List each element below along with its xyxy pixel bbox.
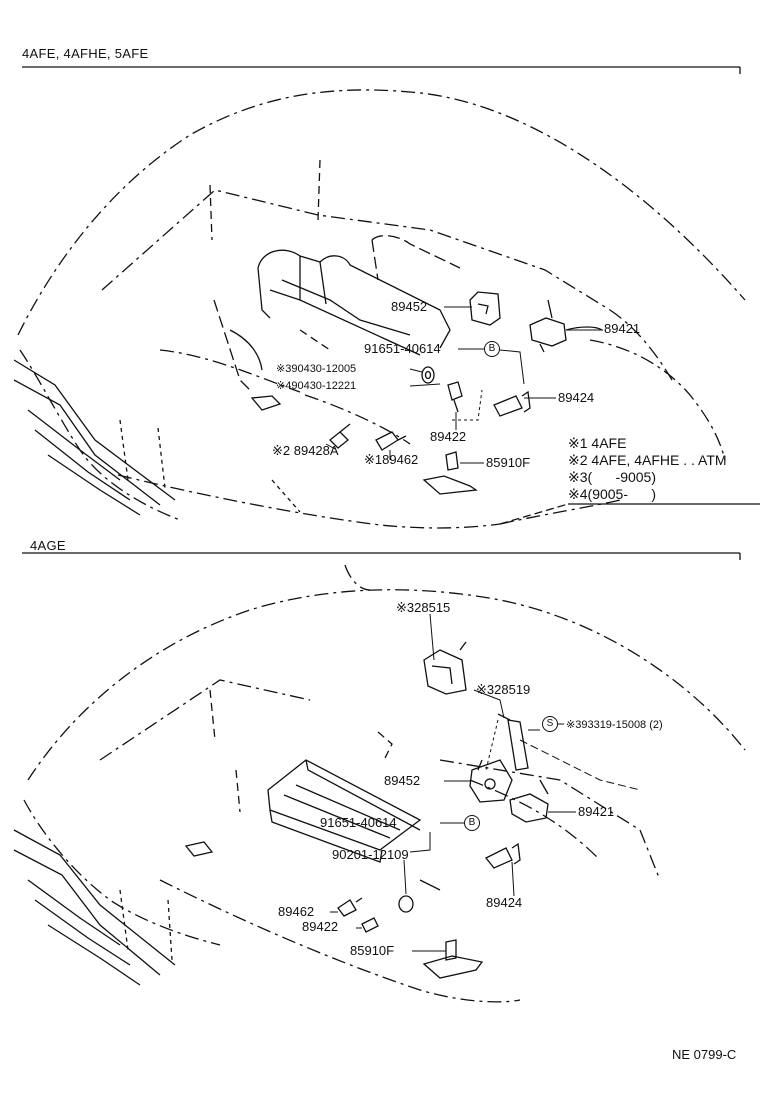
part-label-89422: 89422 xyxy=(430,429,467,444)
part-label-85910f: 85910F xyxy=(486,455,531,470)
reference-b-badge-bottom: B xyxy=(464,815,480,831)
note-1-text: 4AFE xyxy=(591,435,627,451)
notes-box-lines xyxy=(500,504,760,524)
note-2: ※2 4AFE, 4AFHE . . ATM xyxy=(568,452,727,468)
part-label-28519: ※328519 xyxy=(476,682,531,697)
bottom-engine-block xyxy=(210,690,440,890)
note-2-text: 4AFE, 4AFHE . . ATM xyxy=(591,452,727,468)
part-label-89424-bottom: 89424 xyxy=(486,895,523,910)
part-label-89462-bottom: 89462 xyxy=(278,904,315,919)
top-engine-block xyxy=(210,160,460,392)
note-1: ※1 4AFE xyxy=(568,435,626,451)
top-part-glyphs xyxy=(252,292,602,494)
note-3-text: ( -9005) xyxy=(587,469,656,485)
part-label-91651-40614-bottom: 91651-40614 xyxy=(320,815,397,830)
part-label-28515: ※328515 xyxy=(396,600,451,615)
part-label-89424: 89424 xyxy=(558,390,595,405)
section-title-bottom: 4AGE xyxy=(30,538,66,553)
section-title-top: 4AFE, 4AFHE, 5AFE xyxy=(22,46,149,61)
diagram-code: NE 0799-C xyxy=(672,1047,737,1062)
part-label-89452: 89452 xyxy=(391,299,428,314)
reference-s-badge: S xyxy=(542,716,558,732)
top-front-grille xyxy=(14,360,300,515)
part-label-90430-12221: ※490430-12221 xyxy=(276,380,357,392)
note-4-text: (9005- ) xyxy=(587,486,656,502)
part-label-90201-12109: 90201-12109 xyxy=(332,847,409,862)
note-3-mark: ※3 xyxy=(568,469,588,485)
part-label-89421-bottom: 89421 xyxy=(578,804,615,819)
bottom-leader-lines xyxy=(330,614,640,951)
bottom-front-grille xyxy=(14,830,175,985)
part-label-89462: ※189462 xyxy=(364,452,419,467)
header-rules xyxy=(22,67,740,560)
note-2-mark: ※2 xyxy=(568,452,588,468)
part-label-89452-bottom: 89452 xyxy=(384,773,421,788)
reference-b-badge: B xyxy=(484,341,500,357)
part-label-90430-12005: ※390430-12005 xyxy=(276,363,357,375)
bottom-part-glyphs xyxy=(186,642,548,978)
part-label-89421: 89421 xyxy=(604,321,641,336)
note-3: ※3( -9005) xyxy=(568,469,656,485)
note-4-mark: ※4 xyxy=(568,486,588,502)
bottom-engine-bay-outline xyxy=(24,565,745,1002)
part-label-89422-bottom: 89422 xyxy=(302,919,339,934)
part-label-93319-15008: ※393319-15008 (2) xyxy=(566,719,663,731)
part-label-89428a: ※2 89428A xyxy=(272,443,339,458)
part-label-85910f-bottom: 85910F xyxy=(350,943,395,958)
part-label-91651-40614: 91651-40614 xyxy=(364,341,441,356)
note-4: ※4(9005- ) xyxy=(568,486,656,502)
top-leader-lines xyxy=(326,307,603,463)
note-1-mark: ※1 xyxy=(568,435,588,451)
